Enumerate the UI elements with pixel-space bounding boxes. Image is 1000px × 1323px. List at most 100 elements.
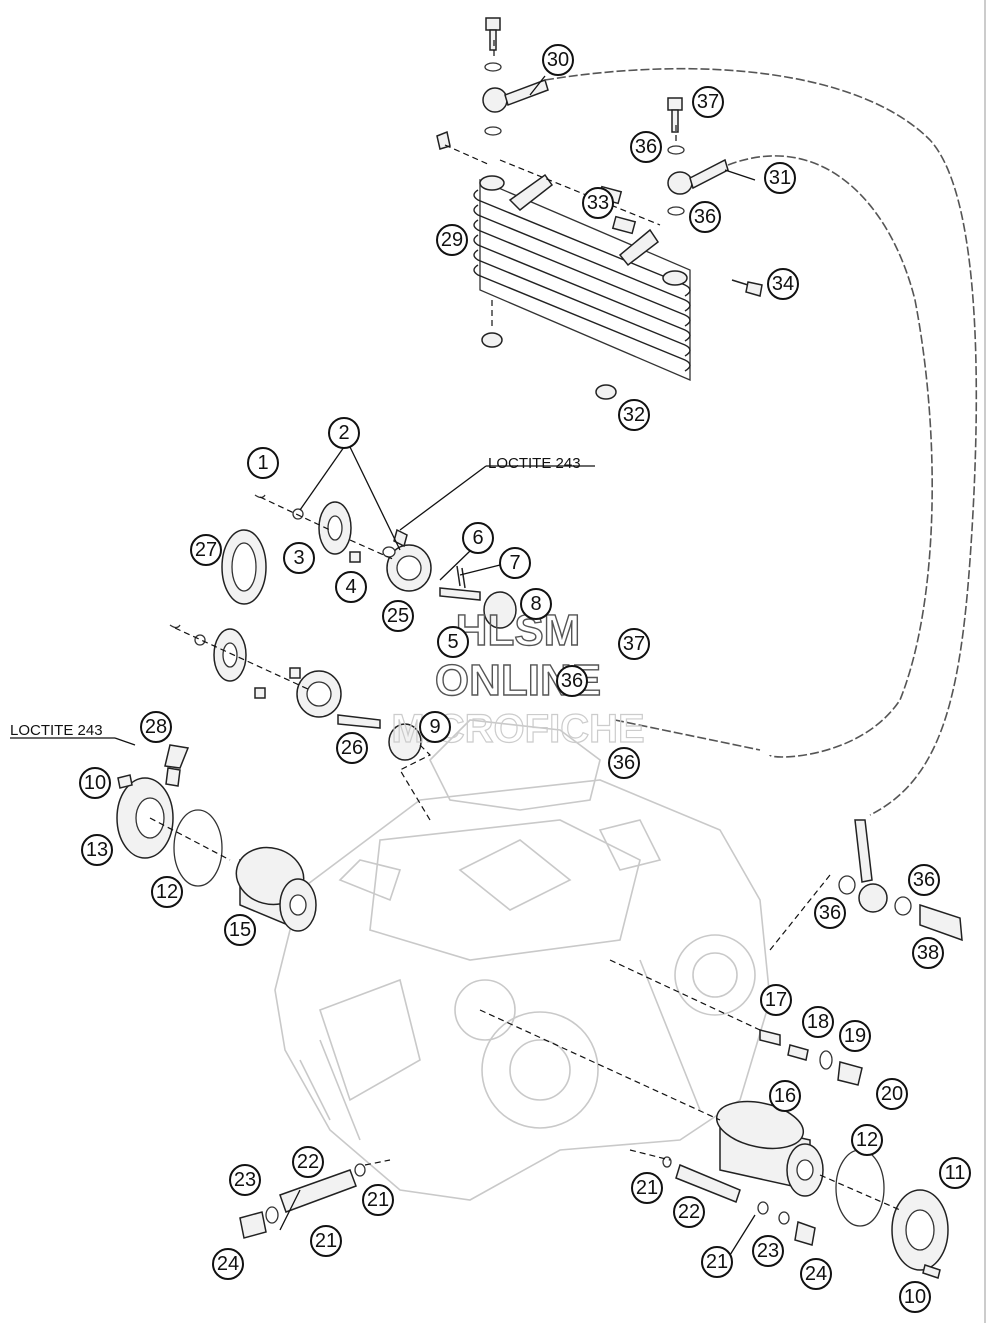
callout-12-right: 12 (851, 1124, 883, 1156)
callout-2: 2 (328, 417, 360, 449)
svg-text:36: 36 (913, 869, 935, 891)
svg-text:36: 36 (613, 752, 635, 774)
svg-text:38: 38 (917, 942, 939, 964)
callout-38: 38 (912, 937, 944, 969)
svg-text:19: 19 (844, 1025, 866, 1047)
svg-text:9: 9 (429, 716, 440, 738)
oil-hose-lower (614, 719, 761, 751)
callout-28: 28 (140, 711, 172, 743)
svg-text:12: 12 (856, 1129, 878, 1151)
callout-26: 26 (336, 732, 368, 764)
svg-text:3: 3 (293, 547, 304, 569)
leader-lines (10, 75, 756, 1256)
svg-text:32: 32 (623, 404, 645, 426)
svg-text:27: 27 (195, 539, 217, 561)
callout-21-d: 21 (701, 1246, 733, 1278)
oil-hose-middle (727, 155, 933, 758)
callout-17: 17 (760, 984, 792, 1016)
callout-36-f: 36 (814, 897, 846, 929)
svg-text:34: 34 (772, 273, 794, 295)
svg-text:23: 23 (234, 1169, 256, 1191)
svg-text:6: 6 (472, 527, 483, 549)
callout-24-a: 24 (212, 1248, 244, 1280)
oil-pump-assembly (164, 494, 517, 821)
svg-text:12: 12 (156, 881, 178, 903)
callout-21-a: 21 (362, 1184, 394, 1216)
svg-text:31: 31 (769, 167, 791, 189)
callout-36-a: 36 (630, 131, 662, 163)
svg-text:23: 23 (757, 1240, 779, 1262)
bottom-left-valve (239, 1159, 391, 1239)
svg-text:8: 8 (530, 593, 541, 615)
callout-21-c: 21 (631, 1172, 663, 1204)
callout-27: 27 (190, 534, 222, 566)
callout-9: 9 (419, 711, 451, 743)
svg-text:10: 10 (904, 1286, 926, 1308)
callout-20: 20 (876, 1078, 908, 1110)
loctite-label-left: LOCTITE 243 (10, 722, 103, 739)
callout-22-a: 22 (292, 1146, 324, 1178)
callout-11: 11 (939, 1157, 971, 1189)
callout-36-c: 36 (556, 665, 588, 697)
svg-text:15: 15 (229, 919, 251, 941)
callout-36-b: 36 (689, 201, 721, 233)
right-filter-assembly (479, 959, 949, 1279)
svg-text:24: 24 (805, 1263, 827, 1285)
svg-text:18: 18 (807, 1011, 829, 1033)
callout-10-right: 10 (899, 1281, 931, 1313)
callout-31: 31 (764, 162, 796, 194)
callout-5: 5 (437, 626, 469, 658)
svg-text:28: 28 (145, 716, 167, 738)
svg-text:21: 21 (636, 1177, 658, 1199)
svg-text:29: 29 (441, 229, 463, 251)
callout-21-b: 21 (310, 1225, 342, 1257)
svg-text:2: 2 (338, 422, 349, 444)
callout-30: 30 (542, 44, 574, 76)
svg-text:17: 17 (765, 989, 787, 1011)
svg-text:36: 36 (819, 902, 841, 924)
svg-text:7: 7 (509, 552, 520, 574)
oil-cooler (473, 173, 691, 381)
svg-text:22: 22 (678, 1201, 700, 1223)
callout-19: 19 (839, 1020, 871, 1052)
top-banjo-fittings (436, 17, 763, 400)
svg-text:37: 37 (623, 633, 645, 655)
svg-text:21: 21 (315, 1230, 337, 1252)
callout-33: 33 (582, 187, 614, 219)
svg-text:36: 36 (561, 670, 583, 692)
engine-crankcase (274, 719, 771, 1201)
callout-4: 4 (335, 571, 367, 603)
callout-34: 34 (767, 268, 799, 300)
svg-text:25: 25 (387, 605, 409, 627)
callout-36-d: 36 (608, 747, 640, 779)
svg-text:37: 37 (697, 91, 719, 113)
callout-12-left: 12 (151, 876, 183, 908)
svg-text:36: 36 (635, 136, 657, 158)
svg-text:30: 30 (547, 49, 569, 71)
callout-18: 18 (802, 1006, 834, 1038)
oil-hose-upper (544, 67, 978, 816)
watermark-line-1: HLSM (456, 606, 581, 655)
loctite-label-top: LOCTITE 243 (488, 455, 581, 472)
svg-text:26: 26 (341, 737, 363, 759)
svg-text:1: 1 (257, 452, 268, 474)
callout-36-e: 36 (908, 864, 940, 896)
callout-1: 1 (247, 447, 279, 479)
svg-text:16: 16 (774, 1085, 796, 1107)
callout-3: 3 (283, 542, 315, 574)
callout-10-left: 10 (79, 767, 111, 799)
svg-text:13: 13 (86, 839, 108, 861)
svg-text:20: 20 (881, 1083, 903, 1105)
svg-text:21: 21 (367, 1189, 389, 1211)
callout-23-b: 23 (752, 1235, 784, 1267)
callout-6: 6 (462, 522, 494, 554)
svg-text:24: 24 (217, 1253, 239, 1275)
callout-13: 13 (81, 834, 113, 866)
callout-29: 29 (436, 224, 468, 256)
svg-text:5: 5 (447, 631, 458, 653)
svg-text:22: 22 (297, 1151, 319, 1173)
svg-text:33: 33 (587, 192, 609, 214)
callout-24-b: 24 (800, 1258, 832, 1290)
